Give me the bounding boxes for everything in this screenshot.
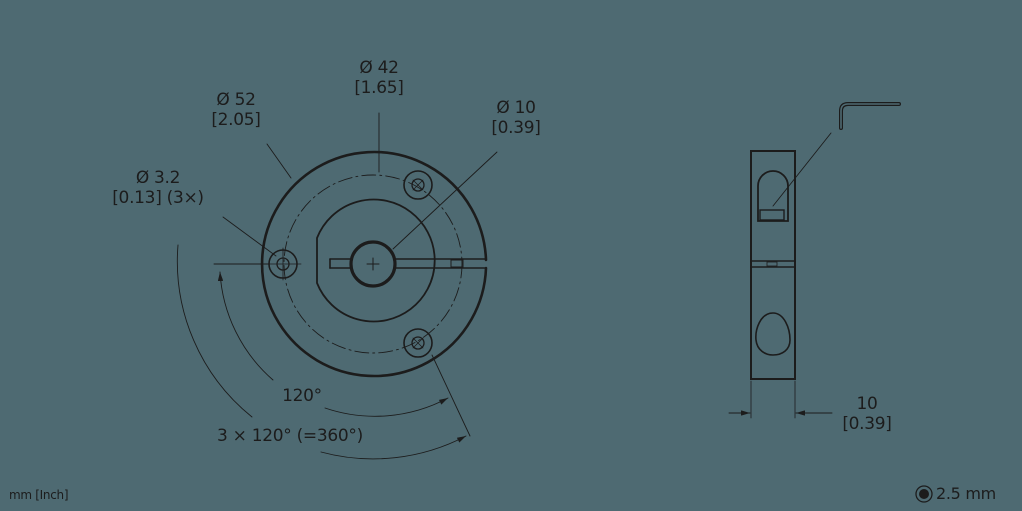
- dim-bolt-circle-label: Ø 42 [1.65]: [339, 58, 419, 98]
- dim-bolt-circle-imperial: [1.65]: [354, 78, 404, 98]
- mounting-hole-left: [264, 247, 302, 281]
- hex-key-size-label: 2.5 mm: [936, 484, 996, 503]
- front-view: [176, 112, 498, 460]
- leader-dia52: [266, 143, 292, 179]
- side-width-label: 10 [0.39]: [834, 394, 900, 434]
- bolt-circle: [283, 174, 463, 354]
- angle-arc-120: [217, 271, 274, 381]
- leader-dia3-2: [222, 216, 277, 257]
- leader-dia10: [392, 151, 498, 250]
- dim-outer-label: Ø 52 [2.05]: [196, 90, 276, 130]
- dim-bore-imperial: [0.39]: [491, 118, 541, 138]
- side-width-metric: 10: [856, 394, 878, 414]
- side-view: [728, 102, 901, 419]
- side-width-imperial: [0.39]: [842, 414, 892, 434]
- mounting-hole-top: [403, 170, 433, 200]
- dim-holes-label: Ø 3.2 [0.13] (3×): [98, 168, 218, 208]
- angle-total-label: 3 × 120° (=360°): [217, 426, 363, 446]
- dim-outer-imperial: [2.05]: [211, 110, 261, 130]
- dim-bore-metric: Ø 10: [496, 98, 536, 118]
- units-note: mm [Inch]: [9, 488, 69, 502]
- circle-dot-icon: [915, 485, 933, 503]
- inner-contour: [316, 198, 436, 323]
- angle-single-label: 120°: [282, 386, 322, 406]
- dim-outer-metric: Ø 52: [216, 90, 256, 110]
- mounting-hole-bottom: [403, 328, 433, 358]
- dim-bore-label: Ø 10 [0.39]: [476, 98, 556, 138]
- dim-holes-metric: Ø 3.2: [135, 168, 181, 188]
- bore: [349, 240, 397, 288]
- dim-holes-imperial: [0.13] (3×): [112, 188, 204, 208]
- hex-key-icon: [839, 102, 901, 130]
- angle-arc-360: [176, 244, 253, 418]
- dim-bolt-circle-metric: Ø 42: [359, 58, 399, 78]
